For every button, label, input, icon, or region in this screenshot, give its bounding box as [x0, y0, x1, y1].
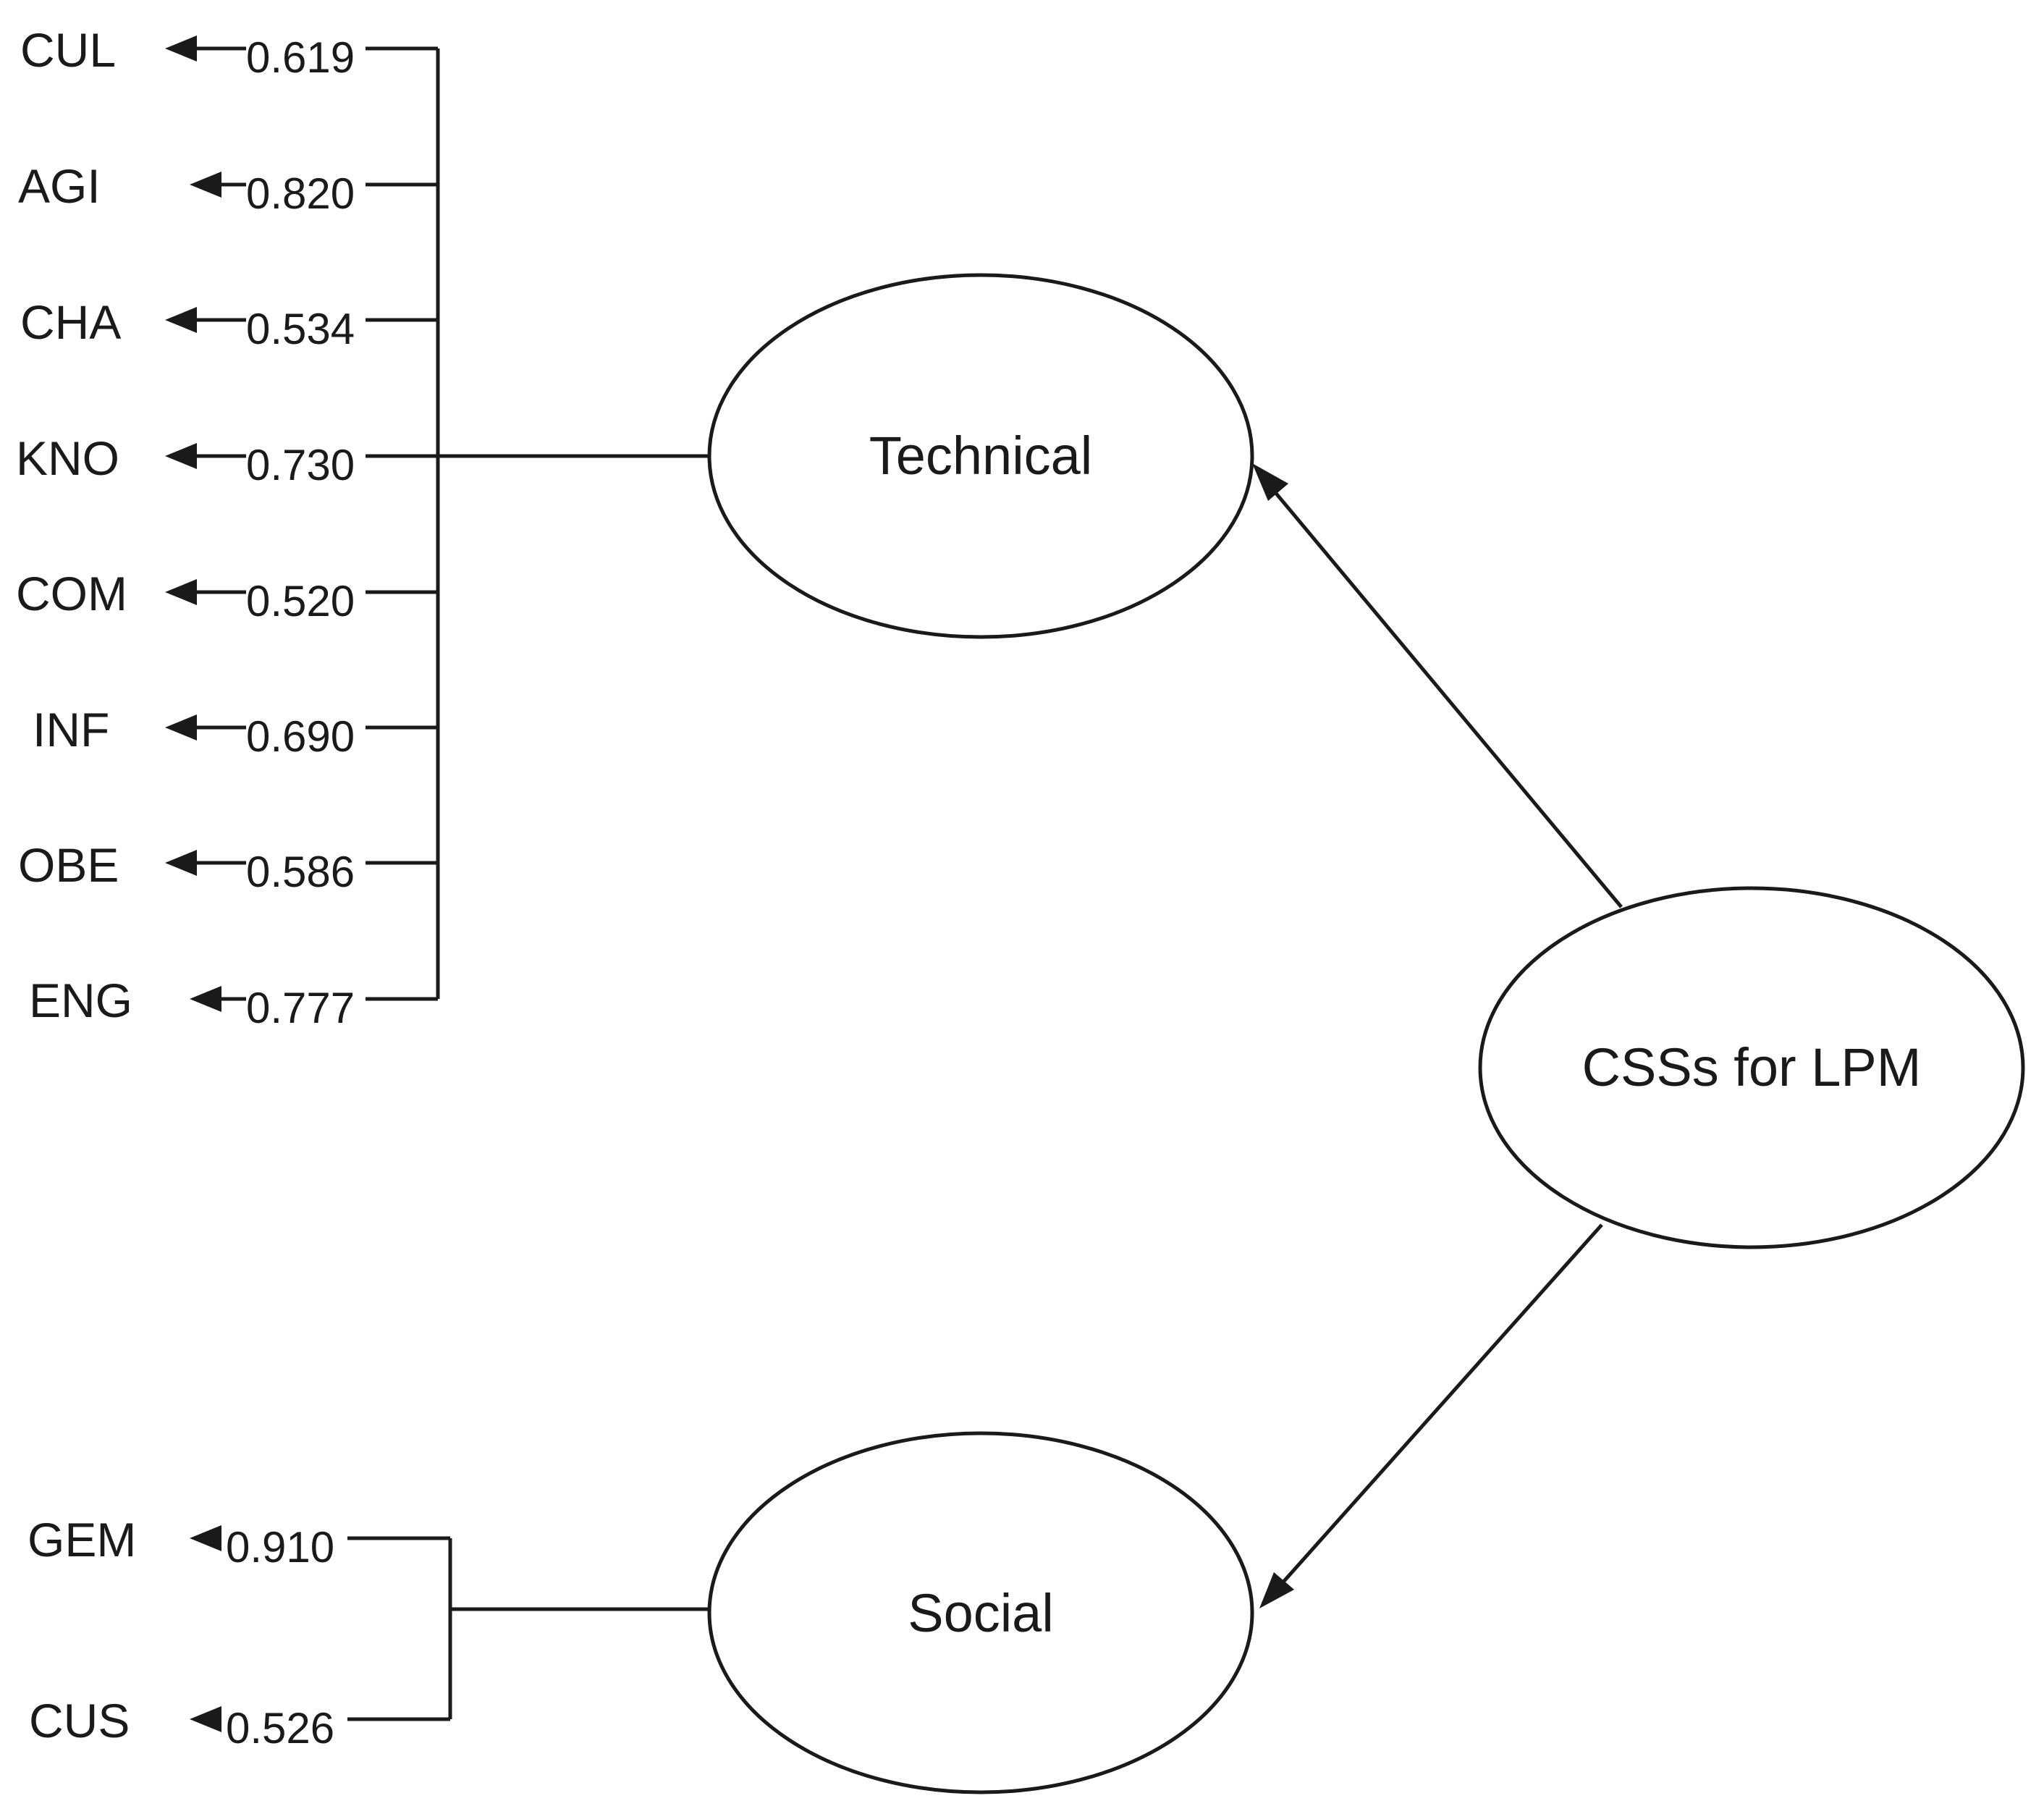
- indicator-row: AGI 0.820: [18, 159, 438, 218]
- indicator-label: GEM: [28, 1513, 136, 1566]
- indicator-label: CUL: [20, 23, 116, 77]
- indicator-row: CUS 0.526: [29, 1694, 450, 1752]
- loading-value: 0.534: [246, 305, 355, 353]
- loading-value: 0.690: [246, 712, 355, 761]
- loading-value: 0.520: [246, 577, 355, 625]
- arrowhead-left-icon: [165, 443, 197, 469]
- indicator-label: AGI: [18, 159, 101, 213]
- arrowhead-left-icon: [190, 1706, 221, 1732]
- indicator-row: KNO 0.730: [16, 431, 438, 489]
- factor-label: Social: [908, 1583, 1054, 1643]
- indicator-label: ENG: [29, 974, 132, 1027]
- indicator-row: OBE 0.586: [18, 838, 438, 896]
- root-label: CSSs for LPM: [1582, 1037, 1922, 1097]
- indicator-label: INF: [33, 703, 109, 756]
- root-node: CSSs for LPM: [1478, 886, 2025, 1249]
- loading-value: 0.910: [226, 1523, 334, 1572]
- loading-value: 0.526: [226, 1704, 334, 1752]
- indicator-label: CHA: [20, 295, 121, 349]
- ellipse-shape: [707, 273, 1254, 639]
- loading-value: 0.820: [246, 169, 355, 218]
- arrowhead-left-icon: [190, 172, 221, 198]
- indicator-row: ENG 0.777: [29, 974, 438, 1032]
- ellipse-shape: [1478, 886, 2025, 1249]
- indicator-row: INF 0.690: [33, 703, 438, 761]
- root-to-social-arrow: [1272, 1223, 1603, 1594]
- indicator-row: COM 0.520: [16, 567, 438, 625]
- arrowhead-icon: [1259, 1572, 1294, 1608]
- factor-node-social: Social: [707, 1431, 1254, 1794]
- arrowhead-left-icon: [165, 850, 197, 876]
- indicator-row: CUL 0.619: [20, 23, 438, 82]
- arrowhead-icon: [1252, 463, 1288, 501]
- indicator-label: CUS: [29, 1694, 130, 1747]
- arrowhead-left-icon: [165, 35, 197, 62]
- root-to-technical-arrow: [1262, 476, 1623, 908]
- indicator-label: KNO: [16, 431, 119, 485]
- loading-value: 0.730: [246, 441, 355, 489]
- loading-value: 0.586: [246, 848, 355, 896]
- factor-label: Technical: [869, 426, 1093, 486]
- arrowhead-left-icon: [190, 1525, 221, 1551]
- loading-value: 0.619: [246, 33, 355, 82]
- arrowhead-left-icon: [165, 307, 197, 333]
- ellipse-shape: [707, 1431, 1254, 1794]
- arrowhead-left-icon: [165, 579, 197, 605]
- arrowhead-left-icon: [190, 986, 221, 1012]
- loading-value: 0.777: [246, 984, 355, 1032]
- factor-node-technical: Technical: [707, 273, 1254, 639]
- indicator-row: GEM 0.910: [28, 1513, 450, 1572]
- indicator-label: COM: [16, 567, 127, 620]
- arrowhead-left-icon: [165, 714, 197, 741]
- indicator-label: OBE: [18, 838, 119, 892]
- indicator-row: CHA 0.534: [20, 295, 438, 353]
